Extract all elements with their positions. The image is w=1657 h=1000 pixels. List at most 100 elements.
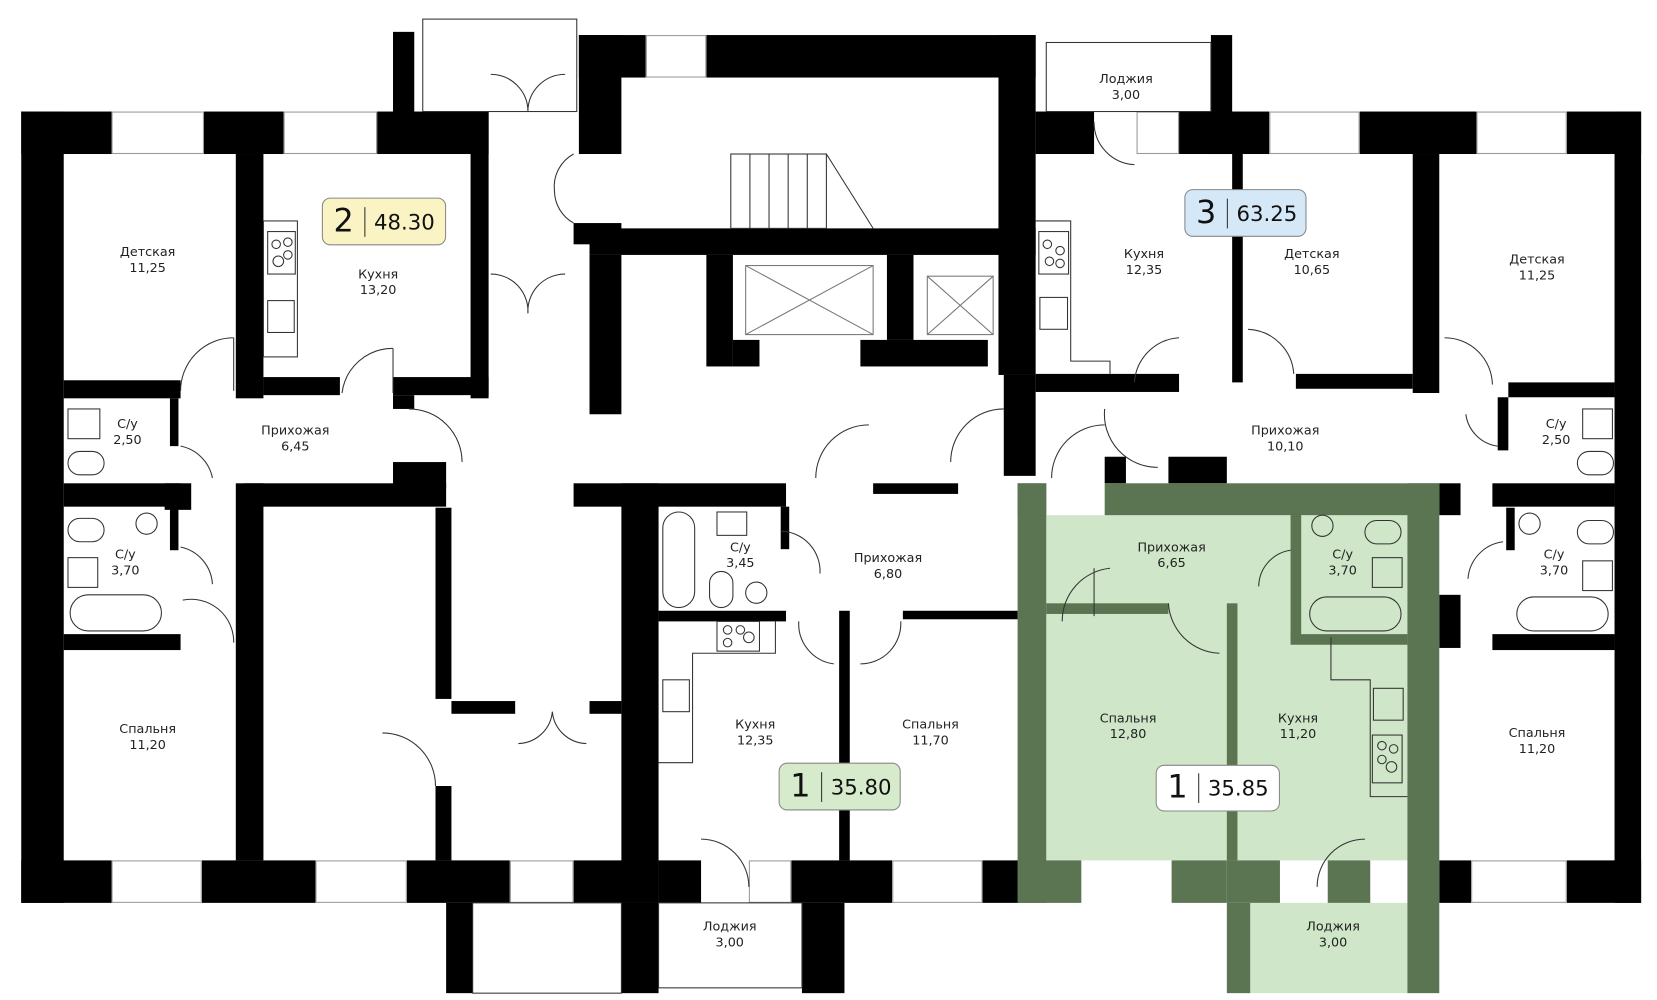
washbasin-icon	[67, 557, 99, 588]
wall	[63, 483, 181, 507]
wall	[886, 254, 914, 340]
wall	[732, 339, 760, 367]
washbasin-icon	[1371, 557, 1403, 588]
wall	[982, 860, 1020, 903]
elevator-shaft-icon	[745, 265, 994, 336]
wall	[658, 610, 787, 622]
wall	[393, 377, 489, 396]
kitchen-counter-icon	[1330, 637, 1408, 798]
toilet-icon	[1576, 519, 1615, 545]
wall	[902, 610, 1018, 620]
highlighted-wall	[1046, 603, 1169, 614]
wall	[393, 395, 415, 409]
wall	[706, 35, 1036, 78]
washing-machine-icon	[1518, 512, 1541, 535]
wall	[201, 860, 316, 903]
wall	[406, 860, 510, 903]
kitchen-counter-icon	[1035, 220, 1111, 374]
wall	[470, 111, 489, 399]
wall	[63, 634, 181, 651]
wall	[1508, 382, 1615, 398]
wall	[658, 860, 702, 903]
staircase-icon	[730, 153, 874, 229]
wall	[1492, 634, 1615, 651]
window	[315, 860, 407, 903]
loggia-outline	[1045, 41, 1212, 113]
wall	[1492, 483, 1615, 507]
kitchen-counter-icon	[658, 621, 776, 764]
wall	[169, 398, 179, 447]
highlighted-wall	[1017, 860, 1082, 903]
loggia-outline	[658, 902, 803, 989]
wall	[435, 507, 452, 699]
wall	[451, 701, 516, 714]
wall	[203, 111, 284, 155]
wall	[589, 701, 622, 714]
wall	[1035, 373, 1180, 392]
window	[283, 111, 378, 155]
window	[111, 860, 202, 903]
wall	[21, 860, 112, 903]
wall	[578, 35, 622, 155]
toilet-icon	[1576, 450, 1615, 476]
washbasin-icon	[716, 511, 748, 536]
toilet-icon	[67, 450, 105, 476]
window	[1136, 111, 1180, 155]
wall	[801, 902, 845, 994]
wall	[1035, 111, 1095, 155]
room-count: 1	[790, 770, 823, 802]
wall	[435, 786, 452, 861]
wall	[1439, 483, 1461, 516]
highlighted-wall	[1407, 483, 1440, 994]
wall	[1614, 111, 1642, 903]
wall	[21, 111, 64, 903]
washing-machine-icon	[1311, 514, 1334, 537]
sink-icon	[267, 300, 295, 333]
wall	[860, 339, 988, 367]
apartment-area: 35.85	[1207, 775, 1269, 801]
bathtub-icon	[662, 511, 696, 609]
wall	[1003, 374, 1036, 476]
wall	[1168, 456, 1227, 484]
wall	[998, 35, 1036, 375]
bathtub-icon	[1516, 596, 1609, 632]
bathtub-icon	[69, 594, 162, 632]
wall	[235, 483, 264, 861]
toilet-icon	[1364, 519, 1402, 545]
balcony-outline	[422, 18, 578, 113]
wall	[780, 506, 790, 550]
washbasin-icon	[1582, 408, 1613, 440]
room-count: 2	[334, 205, 366, 237]
apartment-area: 63.25	[1236, 200, 1298, 226]
door-swing-icon	[180, 73, 1504, 887]
window	[892, 860, 983, 903]
wall	[1439, 860, 1472, 903]
wall	[839, 610, 850, 861]
highlighted-wall	[1327, 860, 1371, 903]
wall	[1104, 456, 1126, 484]
wall	[21, 111, 112, 155]
window	[645, 35, 707, 78]
highlighted-wall	[1017, 483, 1047, 516]
wall	[791, 860, 893, 903]
window	[1471, 860, 1567, 903]
